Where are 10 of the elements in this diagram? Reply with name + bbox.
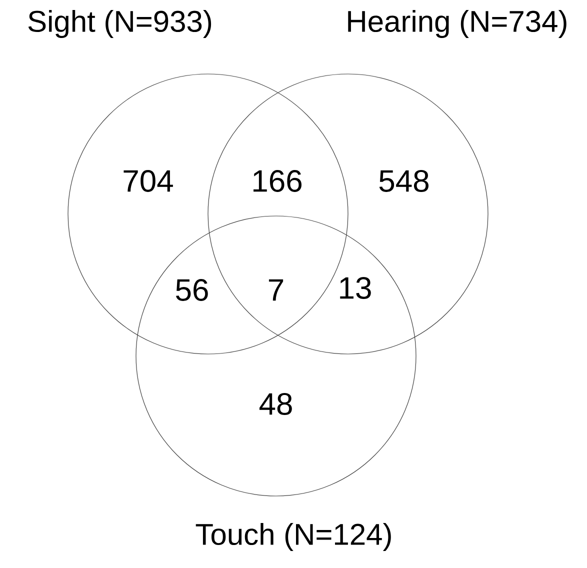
- set-heading: Hearing (N=734): [348, 10, 566, 38]
- region-count: 56: [176, 279, 208, 301]
- region-count: 166: [254, 170, 302, 192]
- region-count: 7: [268, 279, 284, 301]
- region-count: 48: [259, 393, 292, 415]
- set-heading: Touch (N=124): [196, 523, 391, 551]
- region-count: 13: [340, 277, 371, 299]
- region-count: 548: [379, 170, 429, 192]
- region-count: 704: [124, 170, 173, 192]
- set-heading: Sight (N=933): [28, 10, 212, 38]
